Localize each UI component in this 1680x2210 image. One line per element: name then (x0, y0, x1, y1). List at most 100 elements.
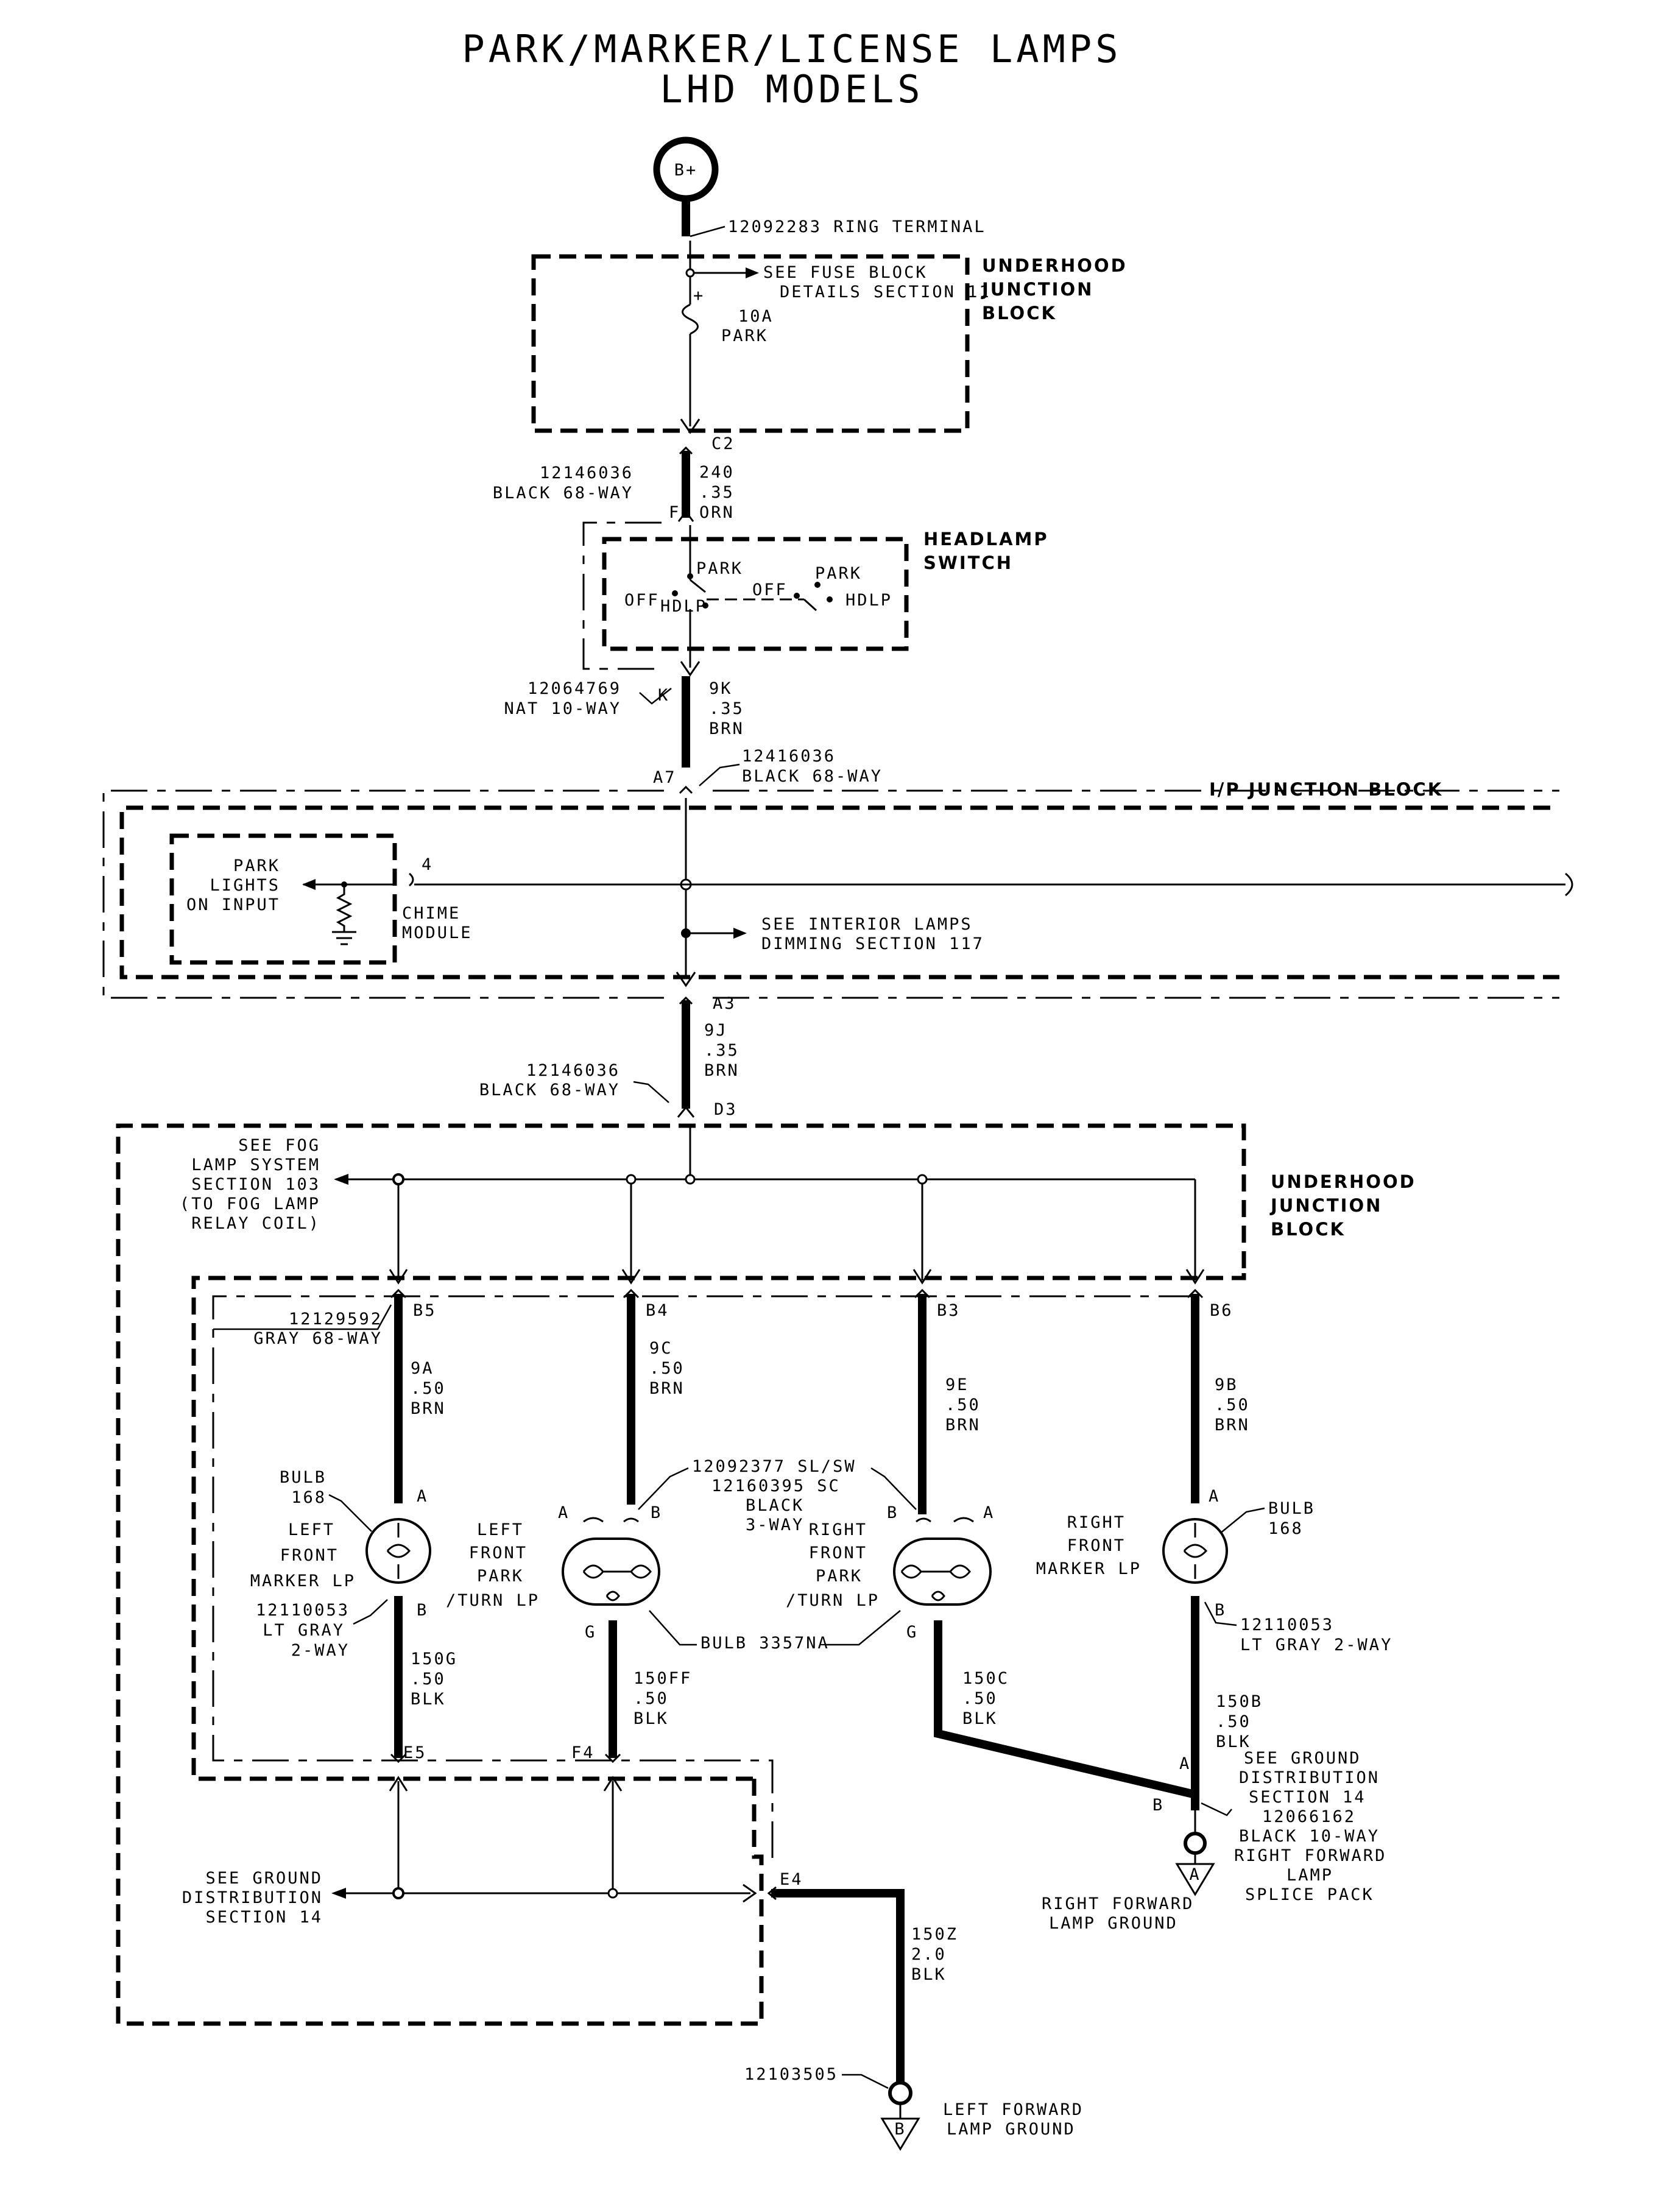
c2-part-number: 12146036 (540, 464, 634, 482)
battery-label: B+ (674, 161, 698, 180)
right-park-pin-a: A (983, 1503, 995, 1522)
fog-ref-line-1: SEE FOG (238, 1136, 320, 1155)
bus-node-b4 (626, 1174, 637, 1185)
battery-source: B+ (653, 136, 719, 202)
park-conn-4: 3-WAY (746, 1516, 804, 1534)
ip-block-connector-outline (102, 789, 664, 999)
right-front-park-turn-lamp: B A RIGHT FRONT PARK /TURN LP G (786, 1503, 995, 1642)
chime-module-line-1: CHIME (402, 904, 461, 923)
feed-b6: B6 9B .50 BRN (1187, 1288, 1248, 1503)
headlamp-switch-title-2: SWITCH (923, 552, 1013, 573)
w150z-color: BLK (911, 1965, 947, 1984)
park-conn-1: 12092377 SL/SW (692, 1457, 856, 1476)
switch-left-hdlp: HDLP (660, 597, 707, 616)
c2-label: C2 (711, 434, 735, 453)
title-line-2: LHD MODELS (660, 67, 923, 111)
pin-f4-label: F4 (571, 1743, 595, 1762)
right-park-name-2: FRONT (809, 1544, 867, 1562)
right-marker-bulb-1: BULB (1268, 1499, 1315, 1518)
b4-female-icon (621, 1269, 641, 1285)
underhood-junction-block-top (531, 254, 970, 433)
chime-input-line-3: ON INPUT (186, 895, 280, 914)
wire-9j-circuit: 9J (704, 1021, 728, 1040)
wire-240-circuit: 240 (699, 463, 735, 482)
left-marker-pin-b: B (417, 1601, 428, 1620)
pin-e5-label: E5 (403, 1743, 427, 1762)
left-marker-bulb-1: BULB (280, 1468, 326, 1487)
leader-lower-block (213, 1304, 392, 1330)
feed-b4-color: BRN (649, 1379, 685, 1398)
left-marker-pin-a: A (417, 1487, 428, 1506)
feed-b5-pin: B5 (413, 1301, 437, 1320)
left-park-pin-a: A (558, 1503, 570, 1522)
switch-left-hdlp-contact (702, 602, 708, 609)
wire-150c (934, 1620, 1196, 1799)
w150z-circuit: 150Z (911, 1925, 958, 1944)
feed-b3: B3 9E .50 BRN (914, 1288, 979, 1514)
f4-female-icon (603, 1776, 623, 1792)
right-park-name-4: /TURN LP (786, 1591, 880, 1610)
bus-node-feed (685, 1174, 696, 1185)
right-ref-6: RIGHT FORWARD (1234, 1846, 1386, 1865)
feed-b6-pin: B6 (1210, 1301, 1234, 1320)
right-ref-5: BLACK 10-WAY (1239, 1827, 1380, 1846)
right-marker-bulb-icon (1162, 1518, 1228, 1584)
ring-terminal-label: 12092283 RING TERMINAL (728, 217, 986, 236)
fog-ref-line-4: (TO FOG LAMP (180, 1195, 320, 1213)
e5-female-icon (389, 1776, 408, 1792)
feed-b5-color: BRN (411, 1399, 446, 1418)
lower-block-part-number: 12129592 (289, 1310, 383, 1329)
a7-part-number: 12416036 (742, 747, 836, 766)
switch-right-hdlp-contact (827, 596, 833, 602)
ground-ref-left-3: SECTION 14 (205, 1908, 323, 1927)
d3-part-number: 12146036 (526, 1061, 620, 1080)
feed-b4-circuit: 9C (649, 1339, 673, 1358)
b3-female-icon (912, 1269, 932, 1285)
left-park-name-3: PARK (477, 1567, 524, 1586)
fog-ref-arrow-icon (334, 1174, 348, 1185)
fuse-plus: + (693, 286, 705, 305)
switch-left-park: PARK (696, 559, 743, 578)
fuse-10a-icon (682, 303, 699, 335)
left-marker-name-1: LEFT (288, 1520, 335, 1539)
a7-pin-icon (679, 785, 693, 794)
fog-ref-line-3: SECTION 103 (191, 1175, 320, 1194)
fuse-rating: 10A (738, 307, 774, 326)
left-park-pin-g: G (585, 1623, 596, 1642)
fog-ref-line-5: RELAY COIL) (191, 1214, 320, 1233)
switch-right-blade (803, 598, 817, 612)
chime-module (169, 833, 397, 965)
c2-part-desc: BLACK 68-WAY (493, 484, 634, 503)
leader-left-eyelet (842, 2074, 889, 2089)
right-ref-1: SEE GROUND (1244, 1749, 1361, 1768)
pin-d3-label: D3 (714, 1100, 738, 1119)
leader-park-bulb-left (649, 1610, 697, 1646)
chime-input-arrow-icon (302, 879, 316, 890)
w150ff-circuit: 150FF (634, 1669, 692, 1688)
right-ref-2: DISTRIBUTION (1239, 1768, 1380, 1787)
w150ff-gauge: .50 (634, 1689, 669, 1708)
dimming-ref-line-1: SEE INTERIOR LAMPS (761, 915, 973, 934)
pin-e4-label: E4 (780, 1870, 803, 1889)
switch-connector-part: 12064769 (528, 679, 621, 698)
right-ground-symbol-icon (1175, 1863, 1215, 1896)
lower-block-part-desc: GRAY 68-WAY (253, 1329, 383, 1348)
leader-park-conn-right (870, 1467, 917, 1510)
d3-pin-icon (677, 1106, 695, 1118)
bus-node-b3 (917, 1174, 928, 1185)
left-park-pin-b: B (651, 1503, 662, 1522)
ground-ref-left-1: SEE GROUND (205, 1869, 323, 1888)
w150c-circuit: 150C (962, 1669, 1009, 1688)
wire-240-color: ORN (699, 503, 735, 522)
left-marker-conn-1: 12110053 (256, 1601, 350, 1620)
fuse-name: PARK (721, 327, 768, 345)
ground-node-f4 (607, 1888, 618, 1899)
switch-left-park-contact (687, 573, 693, 579)
c2-female-arrow-icon (680, 418, 701, 434)
left-ground-symbol-icon (880, 2117, 920, 2151)
w150c-gauge: .50 (962, 1689, 998, 1708)
fuse-ref-arrow-icon (746, 267, 759, 278)
fog-ref-line-2: LAMP SYSTEM (191, 1156, 320, 1174)
right-marker-name-1: RIGHT (1067, 1513, 1126, 1532)
